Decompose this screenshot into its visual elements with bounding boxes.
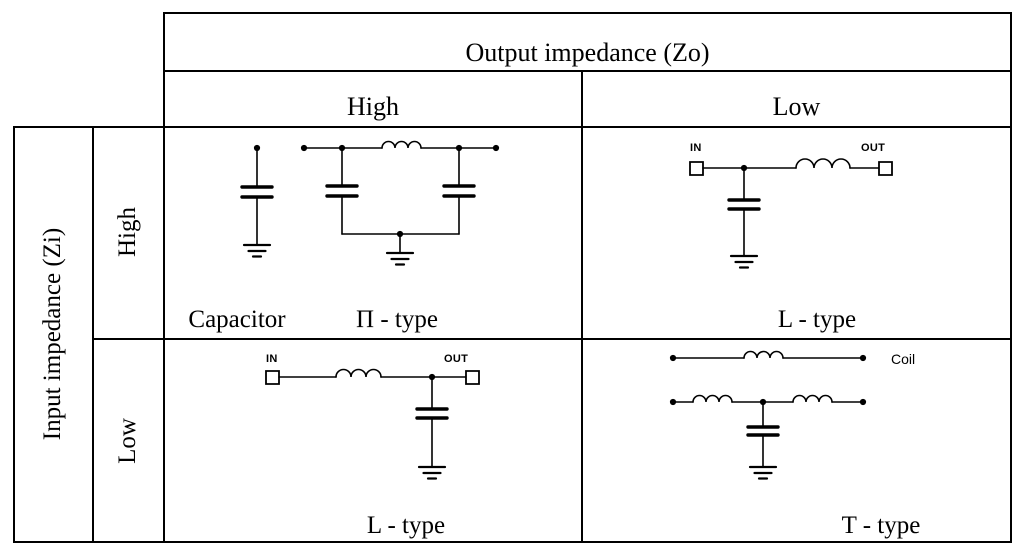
column-header-high: High bbox=[347, 92, 399, 122]
l-type-circuit-diagram bbox=[581, 126, 1012, 339]
l-type-label: L - type bbox=[777, 306, 857, 333]
coil-label: Coil bbox=[891, 351, 916, 367]
capacitor-circuit bbox=[242, 144, 272, 257]
table-border bbox=[92, 338, 1012, 340]
in-terminal-label: IN bbox=[690, 142, 702, 154]
table-border bbox=[163, 12, 1012, 14]
column-header-low: Low bbox=[772, 92, 821, 122]
out-terminal-label: OUT bbox=[861, 142, 886, 154]
inductor-icon bbox=[693, 396, 732, 403]
l-type-circuit-diagram bbox=[163, 339, 582, 543]
in-terminal-icon bbox=[266, 371, 279, 384]
inductor-icon bbox=[796, 159, 850, 168]
capacitor-and-pi-circuit-diagram bbox=[163, 126, 500, 339]
inductor-icon bbox=[744, 352, 783, 359]
pi-type-label: Π - type bbox=[356, 306, 438, 333]
out-terminal-icon bbox=[879, 162, 892, 175]
table-border bbox=[92, 126, 94, 543]
capacitor-icon bbox=[417, 409, 447, 418]
input-impedance-header: Input impedance (Zi) bbox=[39, 227, 66, 441]
in-terminal-icon bbox=[690, 162, 703, 175]
capacitor-icon bbox=[327, 186, 357, 196]
capacitor-icon bbox=[748, 427, 778, 435]
l-type-label: L - type bbox=[366, 512, 446, 539]
ground-icon bbox=[387, 253, 413, 265]
table-border bbox=[163, 12, 165, 543]
table-border bbox=[13, 541, 1012, 543]
in-terminal-label: IN bbox=[266, 353, 278, 365]
t-type-label: T - type bbox=[841, 512, 921, 539]
ground-icon bbox=[731, 256, 757, 268]
table-border bbox=[13, 126, 1012, 128]
output-impedance-title: Output impedance (Zo) bbox=[465, 38, 710, 68]
ground-icon bbox=[750, 467, 776, 479]
capacitor-icon bbox=[444, 186, 474, 196]
out-terminal-label: OUT bbox=[444, 353, 469, 365]
capacitor-icon bbox=[729, 200, 759, 209]
capacitor-label: Capacitor bbox=[188, 306, 286, 333]
table-border bbox=[13, 126, 15, 543]
row-header-high: High bbox=[114, 207, 141, 257]
pi-type-circuit bbox=[300, 142, 500, 265]
capacitor-icon bbox=[242, 187, 272, 197]
t-type-circuit bbox=[669, 396, 867, 479]
inductor-icon bbox=[793, 396, 832, 403]
inductor-icon bbox=[336, 370, 381, 378]
coil-circuit bbox=[669, 352, 867, 362]
table-border bbox=[581, 70, 583, 543]
row-header-low: Low bbox=[114, 418, 141, 464]
table-border bbox=[1010, 12, 1012, 543]
ground-icon bbox=[244, 245, 270, 257]
ground-icon bbox=[419, 467, 445, 479]
coil-and-t-type-circuit-diagram bbox=[669, 339, 867, 543]
table-border bbox=[163, 70, 1012, 72]
output-low-column-header: Low bbox=[583, 72, 1010, 126]
out-terminal-icon bbox=[466, 371, 479, 384]
output-impedance-header: Output impedance (Zo) bbox=[165, 12, 1010, 70]
output-high-column-header: High bbox=[165, 72, 581, 126]
inductor-icon bbox=[382, 142, 421, 149]
